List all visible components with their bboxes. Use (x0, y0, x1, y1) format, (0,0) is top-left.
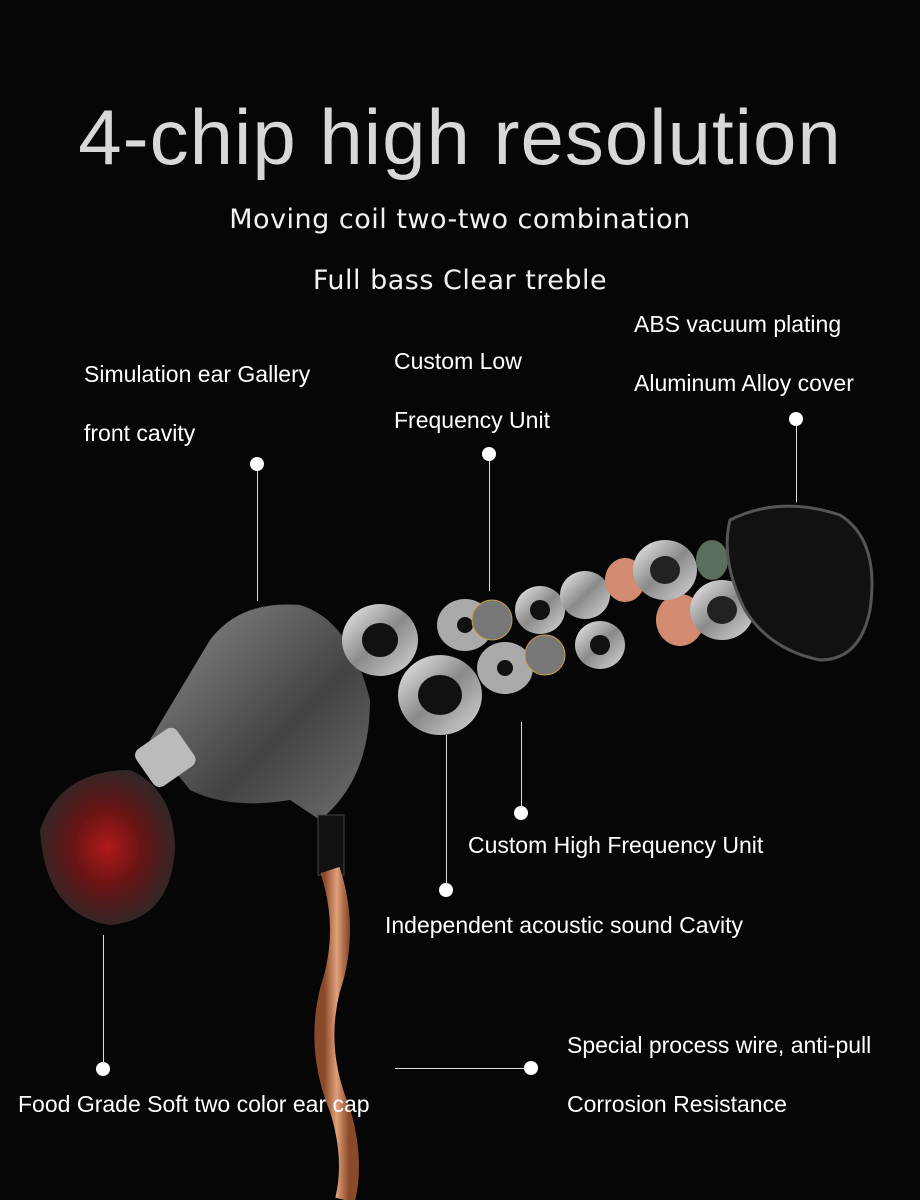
headline: 4-chip high resolution (78, 93, 842, 181)
back-cover (725, 504, 874, 662)
label-low-freq-1: Custom Low (394, 348, 522, 374)
shell (135, 604, 370, 876)
label-front-cavity-1: Simulation ear Gallery (84, 361, 311, 387)
callout-dot (250, 457, 264, 471)
callout-dot (482, 447, 496, 461)
label-wire-2: Corrosion Resistance (567, 1091, 787, 1117)
subtitle-1: Moving coil two-two combination (229, 204, 691, 235)
copper-cable (314, 866, 359, 1200)
callout-line (446, 735, 447, 885)
label-cover-2: Aluminum Alloy cover (634, 370, 854, 396)
callout-line (489, 461, 490, 591)
label-acoustic-cavity: Independent acoustic sound Cavity (385, 912, 744, 938)
label-front-cavity-2: front cavity (84, 420, 196, 446)
callout-line (395, 1068, 526, 1069)
label-wire-1: Special process wire, anti-pull (567, 1032, 872, 1058)
callout-line (257, 471, 258, 601)
callout-dot (439, 883, 453, 897)
callout-dot (524, 1061, 538, 1075)
subtitle-2: Full bass Clear treble (312, 265, 608, 296)
label-ear-cap: Food Grade Soft two color ear cap (18, 1091, 370, 1117)
callout-dot (96, 1062, 110, 1076)
callout-line (796, 426, 797, 502)
callout-dot (789, 412, 803, 426)
label-cover-1: ABS vacuum plating (634, 311, 842, 337)
label-low-freq-2: Frequency Unit (394, 407, 550, 433)
callout-line (521, 722, 522, 808)
callout-line (103, 935, 104, 1064)
ear-tip (40, 770, 175, 925)
driver-rings (342, 540, 786, 735)
callout-dot (514, 806, 528, 820)
label-high-freq: Custom High Frequency Unit (468, 832, 764, 858)
